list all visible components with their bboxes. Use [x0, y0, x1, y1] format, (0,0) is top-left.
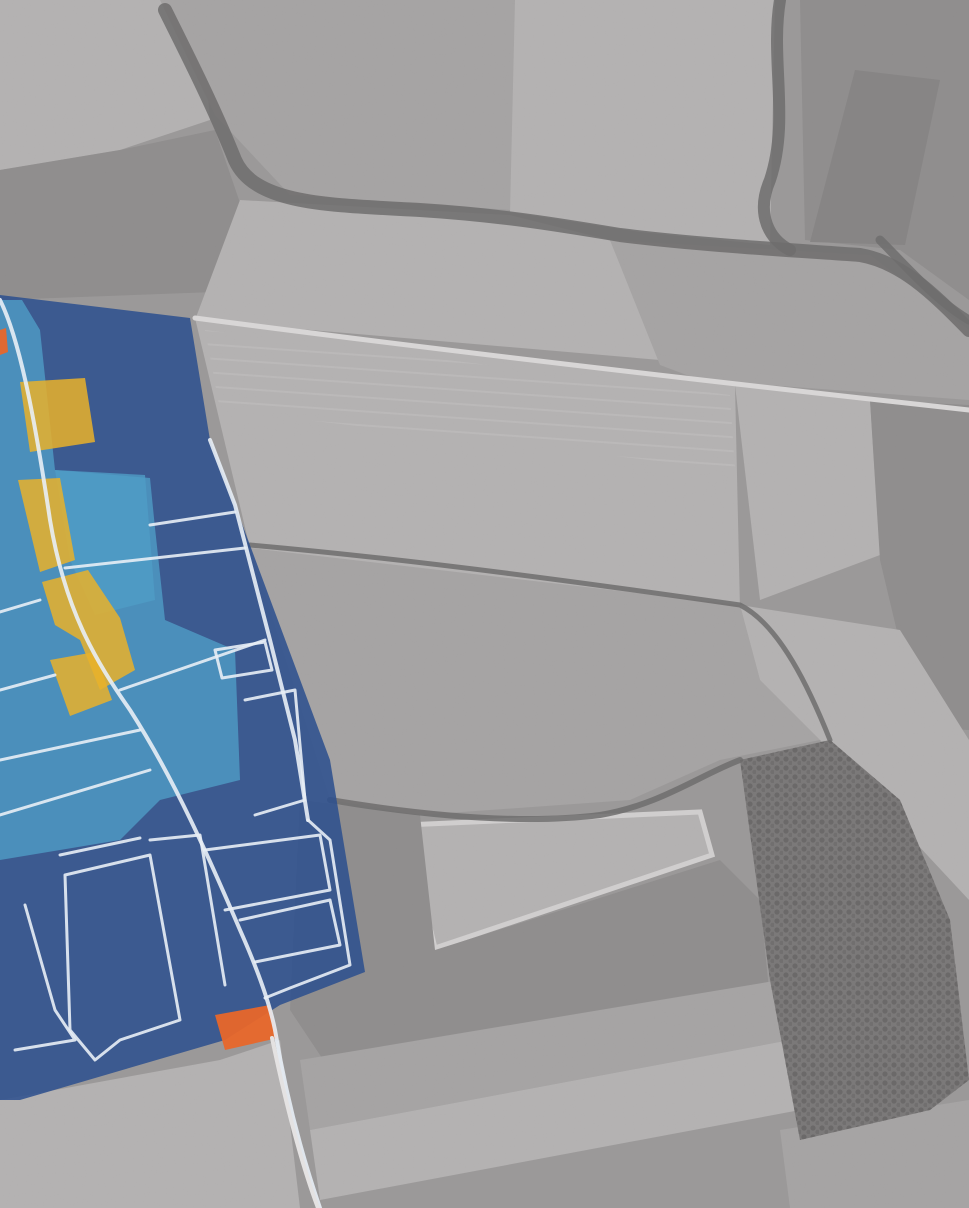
zone-yellow-1[interactable] [20, 378, 95, 452]
cross-street-2 [63, 546, 247, 570]
tree-lines [158, 0, 969, 823]
cross-street-4 [118, 638, 267, 692]
block-ring-east [243, 688, 307, 817]
zone-orange-1[interactable] [215, 1005, 278, 1050]
cross-street-3 [0, 598, 42, 614]
block-lower-2 [238, 898, 342, 964]
cross-street-1 [148, 510, 237, 527]
tree-line-top-far-right [875, 235, 969, 325]
zone-yellow-4[interactable] [50, 652, 112, 716]
zone-yellow-3[interactable] [42, 570, 135, 690]
road-south [270, 1036, 320, 1208]
tree-line-top-right [757, 0, 796, 256]
zone-yellow-2[interactable] [18, 478, 75, 572]
cross-street-5 [0, 673, 57, 692]
zoning-overlay [0, 295, 365, 1100]
block-lower-1 [203, 833, 332, 912]
block-stripe-2 [58, 836, 142, 857]
street-east-lower [263, 818, 352, 1000]
zone-orange-2[interactable] [0, 328, 8, 355]
cross-street-6 [0, 728, 142, 762]
cross-street-7 [0, 768, 152, 817]
block-loop-inner [13, 903, 77, 1052]
field-boundary-road [192, 315, 969, 413]
tree-line-top-left [158, 3, 969, 337]
tree-line-middle [247, 542, 833, 743]
main-street [0, 298, 322, 1208]
block-small-east [213, 640, 274, 680]
block-stripe-1 [148, 833, 227, 987]
tree-line-lower [327, 757, 743, 823]
plot-boundaries [0, 298, 352, 1208]
street-east [208, 438, 310, 822]
